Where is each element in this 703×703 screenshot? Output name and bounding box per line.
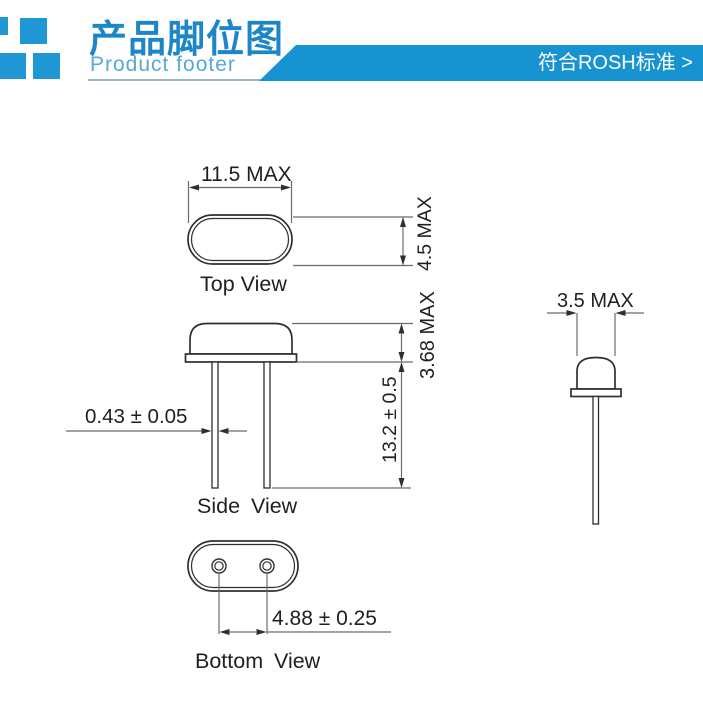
- page-title: 产品脚位图: [89, 19, 285, 61]
- bottom-view: 4.88 ± 0.25 Bottom View: [187, 540, 391, 673]
- bottom-view-label-word2: View: [274, 649, 321, 673]
- lead-length-dimension: 13.2 ± 0.5: [379, 376, 401, 463]
- front-width-dimension: 3.5 MAX: [557, 290, 634, 312]
- crystal-base-flange: [184, 353, 298, 363]
- crystal-can-outline: [576, 356, 616, 390]
- arrow-down-icon: [398, 352, 405, 362]
- arrow-right-icon: [256, 629, 267, 635]
- side-view-label-word1: Side: [197, 494, 240, 518]
- arrow-up-icon: [398, 362, 405, 372]
- lead-pin-left: [211, 361, 219, 489]
- arrow-left-icon: [219, 629, 230, 635]
- arrow-down-icon: [398, 478, 405, 488]
- arrow-left-icon: [218, 428, 229, 434]
- crystal-body-outline: [187, 214, 293, 265]
- lead-pin-right: [263, 361, 271, 489]
- crystal-can-outline: [189, 322, 293, 355]
- header: 产品脚位图 Product footer 符合ROSH标准 >: [0, 0, 703, 100]
- crystal-body-outline: [187, 540, 299, 592]
- arrow-down-icon: [400, 255, 406, 266]
- rosh-standard-banner[interactable]: 符合ROSH标准 >: [259, 45, 703, 81]
- front-view: 3.5 MAX: [547, 290, 644, 525]
- body-height-dimension: 3.68 MAX: [417, 291, 439, 379]
- arrow-right-icon: [566, 310, 577, 316]
- lead-diameter-dimension: 0.43 ± 0.05: [85, 405, 187, 428]
- arrow-right-icon: [201, 428, 212, 434]
- crystal-body-inner-outline: [190, 543, 296, 589]
- crystal-body-inner-outline: [190, 217, 290, 262]
- arrow-left-icon: [615, 310, 626, 316]
- top-height-dimension: 4.5 MAX: [414, 196, 436, 271]
- crystal-base-flange: [570, 388, 622, 398]
- side-view-label-word2: View: [251, 494, 298, 518]
- side-view: 0.43 ± 0.05 3.68 MAX 13.2 ± 0.5 Side Vie…: [66, 291, 439, 518]
- arrow-up-icon: [398, 323, 405, 334]
- arrow-right-icon: [281, 184, 291, 191]
- arrow-left-icon: [189, 184, 199, 191]
- pin-2-outer: [259, 558, 275, 574]
- page-subtitle: Product footer: [90, 53, 236, 76]
- lead-pin: [592, 395, 600, 525]
- pin-1-outer: [211, 558, 227, 574]
- bottom-view-label-word1: Bottom: [195, 649, 263, 673]
- pin-spacing-dimension: 4.88 ± 0.25: [272, 607, 377, 630]
- arrow-up-icon: [400, 217, 406, 227]
- pin-2-inner: [262, 561, 272, 571]
- subtitle-underline: [88, 79, 262, 81]
- top-view: 11.5 MAX 4.5 MAX Top View: [187, 163, 436, 296]
- top-width-dimension: 11.5 MAX: [201, 163, 292, 186]
- top-view-label: Top View: [200, 272, 287, 296]
- pin-1-inner: [214, 561, 224, 571]
